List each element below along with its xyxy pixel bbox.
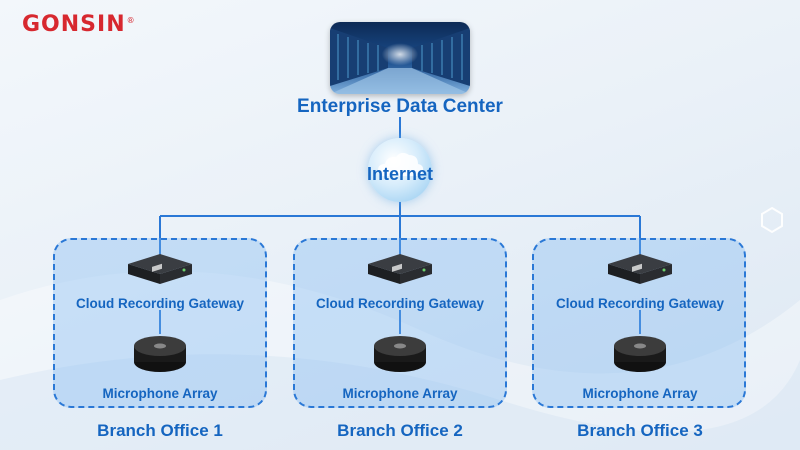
microphone-array-label: Microphone Array (582, 386, 698, 401)
gateway-label: Cloud Recording Gateway (75, 296, 245, 311)
registered-mark: ® (126, 15, 136, 25)
logo-text: GONSIN (22, 12, 126, 37)
branch-office-label: Branch Office 3 (577, 421, 703, 440)
branch-office-label: Branch Office 1 (97, 421, 223, 440)
data-center-image (330, 22, 470, 94)
microphone-array-icon (614, 336, 666, 372)
internet-cloud-icon (368, 138, 432, 202)
gateway-device-icon (608, 254, 672, 284)
data-center-label: Enterprise Data Center (297, 96, 503, 117)
gateway-device-icon (128, 254, 192, 284)
gateway-label: Cloud Recording Gateway (315, 296, 485, 311)
microphone-array-icon (134, 336, 186, 372)
gateway-device-icon (368, 254, 432, 284)
branch-office-label: Branch Office 2 (337, 421, 463, 440)
microphone-array-icon (374, 336, 426, 372)
microphone-array-label: Microphone Array (342, 386, 458, 401)
gateway-label: Cloud Recording Gateway (555, 296, 725, 311)
internet-label: Internet (366, 164, 433, 184)
gonsin-logo: GONSIN® (22, 12, 136, 37)
microphone-array-label: Microphone Array (102, 386, 218, 401)
